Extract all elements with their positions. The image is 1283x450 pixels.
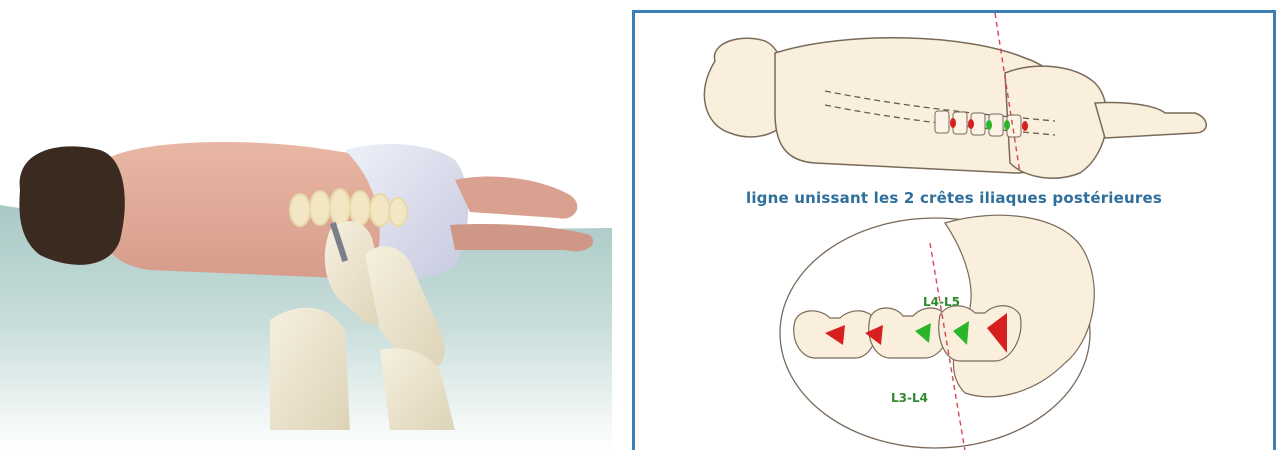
patient-head [19, 146, 124, 264]
glove-cuff [270, 308, 350, 430]
level-label-l4-l5: L4-L5 [923, 295, 960, 309]
body-outline-top [704, 38, 1206, 178]
diagram-graphics [635, 13, 1273, 450]
anatomy-diagram: ligne unissant les 2 crêtes iliaques pos… [632, 10, 1276, 450]
lumbar-puncture-illustration [0, 0, 612, 450]
lumbar-puncture-photo [0, 0, 612, 450]
caption: ligne unissant les 2 crêtes iliaques pos… [635, 189, 1273, 207]
level-label-l3-l4: L3-L4 [891, 391, 928, 405]
